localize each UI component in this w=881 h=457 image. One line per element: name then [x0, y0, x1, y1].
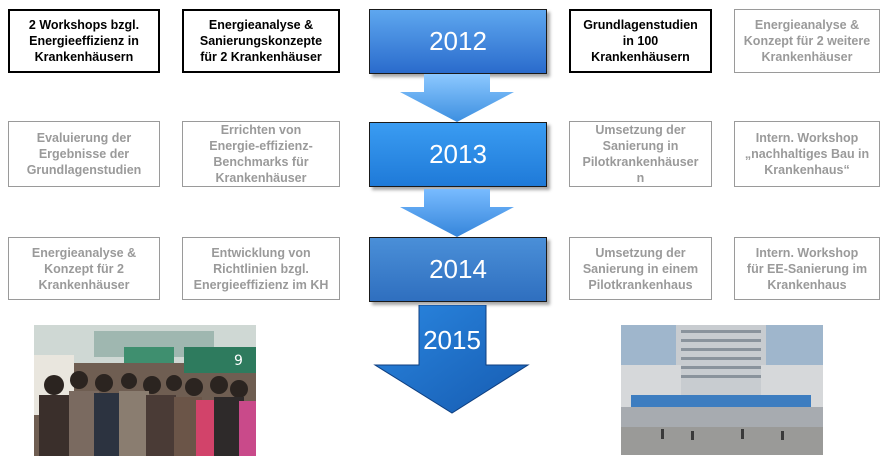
- task-box-r3-r2: Intern. Workshop für EE-Sanierung im Kra…: [734, 237, 880, 300]
- year-label-2015: 2015: [423, 325, 481, 355]
- down-arrow-1: [400, 74, 514, 122]
- task-box-r1-l2: Energieanalyse & Sanierungskonzepte für …: [182, 9, 340, 73]
- year-box-2012: 2012: [369, 9, 547, 74]
- task-box-r1-l1: 2 Workshops bzgl. Energieeffizienz in Kr…: [8, 9, 160, 73]
- task-box-r3-l1: Energieanalyse & Konzept für 2 Krankenhä…: [8, 237, 160, 300]
- svg-text:9: 9: [234, 353, 243, 369]
- task-box-r2-l1: Evaluierung der Ergebnisse der Grundlage…: [8, 121, 160, 187]
- task-box-r3-r1: Umsetzung der Sanierung in einem Pilotkr…: [569, 237, 712, 300]
- year-box-2014: 2014: [369, 237, 547, 302]
- task-box-r3-l2: Entwicklung von Richtlinien bzgl. Energi…: [182, 237, 340, 300]
- crowd-photo: 9: [34, 325, 256, 456]
- task-box-r1-r2: Energieanalyse & Konzept für 2 weitere K…: [734, 9, 880, 73]
- down-arrow-2015: [373, 305, 530, 414]
- task-box-r2-r1: Umsetzung der Sanierung in Pilotkrankenh…: [569, 121, 712, 187]
- hospital-building-photo: [621, 325, 823, 455]
- down-arrow-2: [400, 189, 514, 237]
- year-box-2013: 2013: [369, 122, 547, 187]
- task-box-r1-r1: Grundlagenstudien in 100 Krankenhäusern: [569, 9, 712, 73]
- task-box-r2-r2: Intern. Workshop „nachhaltiges Bau in Kr…: [734, 121, 880, 187]
- task-box-r2-l2: Errichten von Energie-effizienz- Benchma…: [182, 121, 340, 187]
